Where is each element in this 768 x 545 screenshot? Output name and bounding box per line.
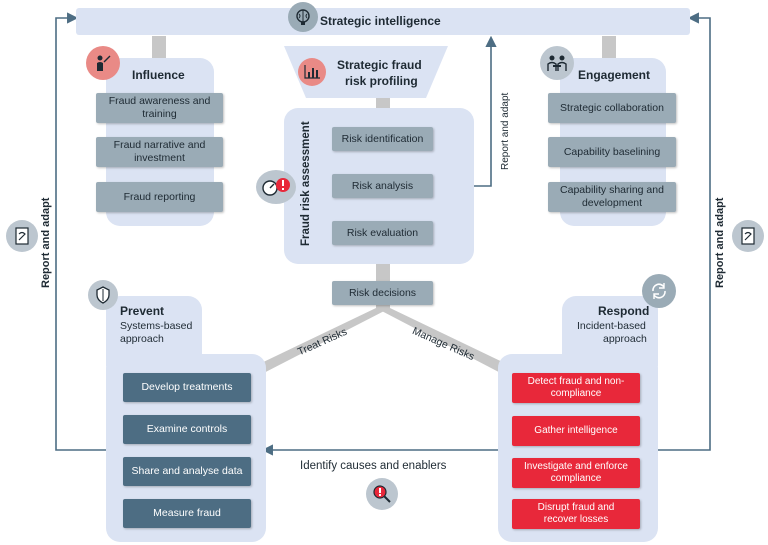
- risk-decisions-box: Risk decisions: [332, 281, 433, 305]
- profiling-title-line1: Strategic fraud: [337, 58, 422, 72]
- strategic-intelligence-bar: [76, 8, 690, 35]
- magnifier-alert-icon: [366, 478, 398, 510]
- document-icon: [732, 220, 764, 252]
- arrow-center-report: [474, 35, 497, 187]
- prevent-item-measure: Measure fraud: [123, 499, 251, 528]
- bar-chart-icon: [298, 58, 326, 86]
- prevent-title: Prevent: [120, 304, 165, 318]
- assessment-item-analysis: Risk analysis: [332, 174, 433, 198]
- engagement-item-baselining: Capability baselining: [548, 137, 676, 167]
- identify-causes-label: Identify causes and enablers: [300, 460, 447, 472]
- prevent-item-examine: Examine controls: [123, 415, 251, 444]
- respond-title: Respond: [598, 304, 650, 318]
- document-icon: [6, 220, 38, 252]
- gauge-alert-icon: [256, 170, 296, 204]
- prevent-item-develop: Develop treatments: [123, 373, 251, 402]
- respond-subtitle-line2: approach: [603, 333, 647, 345]
- engagement-item-collaboration: Strategic collaboration: [548, 93, 676, 123]
- presenter-icon: [86, 46, 120, 80]
- shield-icon: [88, 280, 118, 310]
- arrow-left-loop: [55, 12, 108, 451]
- respond-item-detect: Detect fraud and non-compliance: [512, 373, 640, 403]
- connector-engagement: [602, 36, 616, 60]
- profiling-title-line2: risk profiling: [345, 74, 418, 88]
- report-adapt-right-label: Report and adapt: [714, 197, 726, 288]
- connector-treat: [226, 308, 390, 380]
- header-title: Strategic intelligence: [320, 14, 441, 28]
- influence-item-reporting: Fraud reporting: [96, 182, 223, 212]
- respond-subtitle-line1: Incident-based: [577, 320, 646, 332]
- report-adapt-center-label: Report and adapt: [500, 92, 511, 170]
- prevent-subtitle-line2: approach: [120, 333, 164, 345]
- respond-item-gather: Gather intelligence: [512, 416, 640, 446]
- brain-icon: [288, 2, 318, 32]
- engagement-title: Engagement: [578, 68, 651, 82]
- influence-title: Influence: [132, 68, 185, 82]
- assessment-item-evaluation: Risk evaluation: [332, 221, 433, 245]
- assessment-title: Fraud risk assessment: [300, 121, 312, 246]
- people-meeting-icon: [540, 46, 574, 80]
- connector-influence: [152, 36, 166, 60]
- profiling-shape: [284, 46, 448, 98]
- prevent-item-share: Share and analyse data: [123, 457, 251, 486]
- prevent-subtitle-line1: Systems-based: [120, 320, 193, 332]
- report-adapt-left-label: Report and adapt: [40, 197, 52, 288]
- arrow-right-loop: [658, 12, 711, 451]
- assessment-item-identification: Risk identification: [332, 127, 433, 151]
- cycle-icon: [642, 274, 676, 308]
